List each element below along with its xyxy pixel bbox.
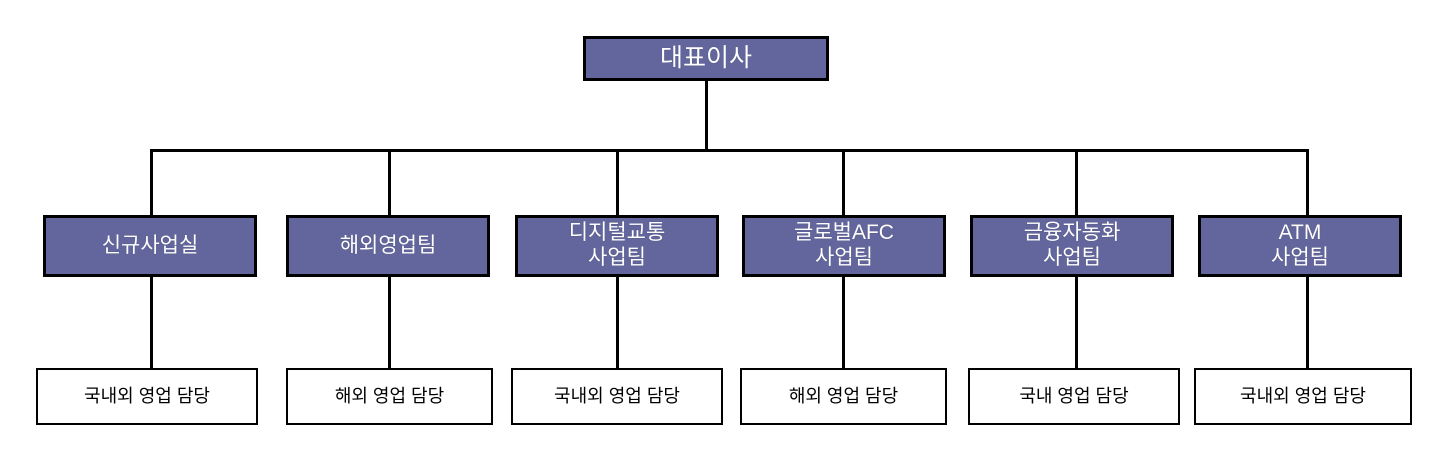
node-role-6-label: 국내외 영업 담당 — [1240, 385, 1366, 406]
connector-drop-2 — [388, 149, 391, 217]
connector-role-drop-5 — [1075, 277, 1078, 369]
connector-role-drop-1 — [150, 277, 153, 369]
node-role-1-label: 국내외 영업 담당 — [84, 385, 210, 406]
connector-drop-1 — [150, 149, 153, 217]
node-department-1[interactable]: 신규사업실 — [43, 215, 257, 277]
connector-horizontal-bus — [150, 149, 1309, 152]
connector-drop-3 — [616, 149, 619, 217]
node-department-2-label: 해외영업팀 — [339, 233, 437, 257]
node-role-1[interactable]: 국내외 영업 담당 — [36, 368, 258, 425]
connector-drop-5 — [1075, 149, 1078, 217]
node-role-5[interactable]: 국내 영업 담당 — [968, 368, 1180, 425]
connector-role-drop-6 — [1306, 277, 1309, 369]
node-department-6[interactable]: ATM 사업팀 — [1198, 215, 1402, 277]
node-role-4-label: 해외 영업 담당 — [788, 385, 899, 406]
node-department-4-label: 글로벌AFC 사업팀 — [794, 221, 894, 269]
connector-role-drop-3 — [616, 277, 619, 369]
node-department-3[interactable]: 디지털교통 사업팀 — [515, 215, 719, 277]
node-department-3-label: 디지털교통 사업팀 — [568, 221, 666, 269]
connector-role-drop-4 — [842, 277, 845, 369]
connector-executive-stem — [705, 81, 708, 151]
node-role-5-label: 국내 영업 담당 — [1019, 385, 1129, 406]
node-role-4[interactable]: 해외 영업 담당 — [740, 368, 947, 425]
node-department-5[interactable]: 금융자동화 사업팀 — [970, 215, 1174, 277]
node-role-3-label: 국내외 영업 담당 — [554, 385, 680, 406]
connector-drop-6 — [1306, 149, 1309, 217]
node-role-2[interactable]: 해외 영업 담당 — [286, 368, 493, 425]
node-role-6[interactable]: 국내외 영업 담당 — [1194, 368, 1412, 425]
node-department-1-label: 신규사업실 — [101, 233, 199, 257]
connector-role-drop-2 — [388, 277, 391, 369]
node-role-2-label: 해외 영업 담당 — [334, 385, 445, 406]
node-department-2[interactable]: 해외영업팀 — [286, 215, 490, 277]
connector-drop-4 — [842, 149, 845, 217]
node-department-5-label: 금융자동화 사업팀 — [1023, 221, 1121, 269]
node-department-6-label: ATM 사업팀 — [1271, 221, 1329, 269]
node-executive-label: 대표이사 — [659, 43, 752, 72]
node-executive[interactable]: 대표이사 — [583, 36, 829, 81]
node-role-3[interactable]: 국내외 영업 담당 — [511, 368, 723, 425]
node-department-4[interactable]: 글로벌AFC 사업팀 — [742, 215, 946, 277]
